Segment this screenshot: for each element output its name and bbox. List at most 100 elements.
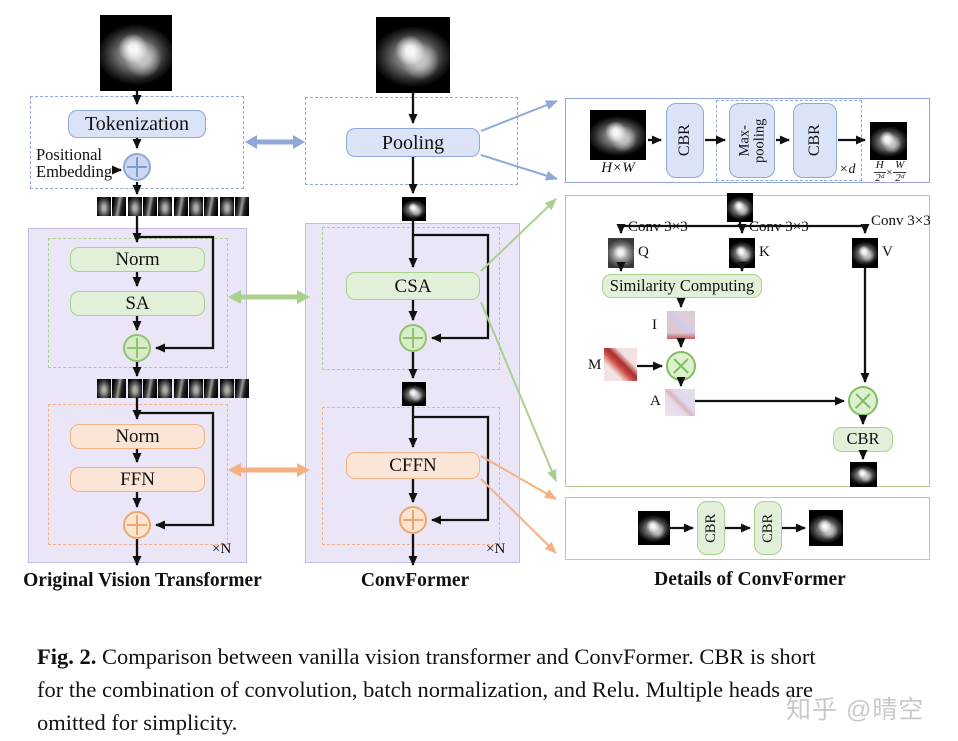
times-glyph: ×: [885, 166, 894, 179]
cffn-detail-cbr2-box: CBR: [754, 501, 782, 555]
patch-tile: [204, 379, 219, 398]
vit-sa-box: SA: [70, 291, 205, 316]
multiply-icon-1: [666, 351, 696, 381]
pooling-box: Pooling: [346, 128, 480, 157]
pooling-detail-input-image: [590, 110, 646, 160]
cffn-label: CFFN: [389, 455, 437, 476]
convformer-caption: ConvFormer: [360, 570, 470, 591]
csa-label: CSA: [394, 275, 432, 297]
repeat-depth-label: ×d: [839, 162, 856, 177]
pooling-detail-cbr1-box: CBR: [666, 103, 704, 178]
figure-caption: Fig. 2. Comparison between vanilla visio…: [37, 640, 942, 739]
pooled-feature-image: [402, 197, 426, 221]
cffn-input-image: [638, 511, 670, 545]
v-feature-image: [852, 238, 878, 268]
patch-tile: [127, 197, 142, 216]
patch-tile: [173, 197, 188, 216]
patch-strip-1: [97, 197, 249, 216]
similarity-computing-label: Similarity Computing: [609, 275, 755, 295]
vit-norm2-label: Norm: [115, 426, 160, 447]
pooling-label: Pooling: [381, 131, 445, 154]
q-feature-image: [608, 238, 634, 268]
patch-tile: [219, 197, 234, 216]
vit-ffn-box: FFN: [70, 467, 205, 492]
patch-tile: [112, 379, 127, 398]
patch-tile: [142, 197, 157, 216]
cbr-label: CBR: [846, 429, 880, 449]
patch-tile: [158, 379, 173, 398]
a-label: A: [650, 393, 661, 409]
k-label: K: [759, 244, 770, 260]
multiply-icon-2: [848, 386, 878, 416]
details-caption: Details of ConvFormer: [654, 569, 846, 590]
caption-line-2: for the combination of convolution, batc…: [37, 677, 814, 703]
input-size-label: H×W: [601, 160, 635, 176]
tokenization-box: Tokenization: [68, 110, 206, 138]
conv-label-q: Conv 3×3: [628, 219, 688, 235]
input-mri-image-middle: [376, 17, 450, 93]
pooling-detail-output-image: [870, 122, 907, 160]
patch-tile: [204, 197, 219, 216]
patch-tile: [127, 379, 142, 398]
patch-tile: [234, 197, 249, 216]
watermark: 知乎 @晴空: [786, 696, 925, 724]
intermediate-feature-image: [402, 382, 426, 406]
csa-box: CSA: [346, 272, 480, 300]
max-pooling-box: Max- pooling: [729, 103, 775, 178]
csa-output-image: [850, 462, 877, 487]
cffn-detail-cbr1-box: CBR: [697, 501, 725, 555]
vit-ffn-label: FFN: [120, 469, 155, 490]
patch-tile: [97, 197, 111, 216]
cbr-label: CBR: [759, 513, 776, 543]
csa-residual-add-icon: [399, 324, 427, 352]
tokenization-label: Tokenization: [84, 113, 190, 135]
vit-residual-add1-icon: [123, 334, 151, 362]
csa-detail-cbr-box: CBR: [833, 427, 893, 452]
cffn-box: CFFN: [346, 452, 480, 479]
patch-tile: [234, 379, 249, 398]
patch-tile: [112, 197, 127, 216]
similarity-computing-box: Similarity Computing: [602, 274, 762, 298]
a-matrix-image: [665, 389, 695, 416]
cbr-label: CBR: [805, 124, 823, 157]
vit-norm2-box: Norm: [70, 424, 205, 449]
vit-residual-add2-icon: [123, 511, 151, 539]
patch-tile: [173, 379, 188, 398]
cbr-label: CBR: [702, 513, 719, 543]
m-label: M: [588, 357, 602, 373]
convformer-repeat-label: ×N: [486, 541, 506, 557]
v-label: V: [882, 244, 893, 260]
m-matrix-image: [604, 348, 637, 381]
patch-tile: [219, 379, 234, 398]
vit-repeat-label: ×N: [212, 541, 232, 557]
caption-line-1: Fig. 2. Comparison between vanilla visio…: [37, 644, 816, 669]
k-feature-image: [729, 238, 755, 268]
cffn-output-image: [809, 510, 843, 546]
vit-norm1-label: Norm: [115, 249, 160, 270]
conv-label-v: Conv 3×3: [871, 213, 931, 229]
positional-embedding-label: Positional Embedding: [36, 145, 113, 182]
patch-tile: [188, 197, 203, 216]
i-label: I: [652, 317, 657, 333]
q-label: Q: [638, 244, 649, 260]
max-pooling-label: Max- pooling: [736, 118, 767, 163]
i-matrix-image: [667, 311, 695, 339]
conv-label-k: Conv 3×3: [749, 219, 809, 235]
csa-input-image: [727, 193, 753, 222]
vit-caption: Original Vision Transformer: [23, 570, 262, 591]
patch-tile: [97, 379, 111, 398]
cbr-label: CBR: [675, 124, 693, 157]
pooling-detail-cbr2-box: CBR: [793, 103, 837, 178]
patch-tile: [158, 197, 173, 216]
caption-line-3: omitted for simplicity.: [37, 710, 238, 736]
add-positional-embedding-icon: [123, 153, 151, 181]
vit-norm1-box: Norm: [70, 247, 205, 272]
caption-fig-number: Fig. 2.: [37, 644, 97, 669]
input-mri-image-left: [100, 15, 172, 91]
patch-strip-2: [97, 379, 249, 398]
patch-tile: [142, 379, 157, 398]
